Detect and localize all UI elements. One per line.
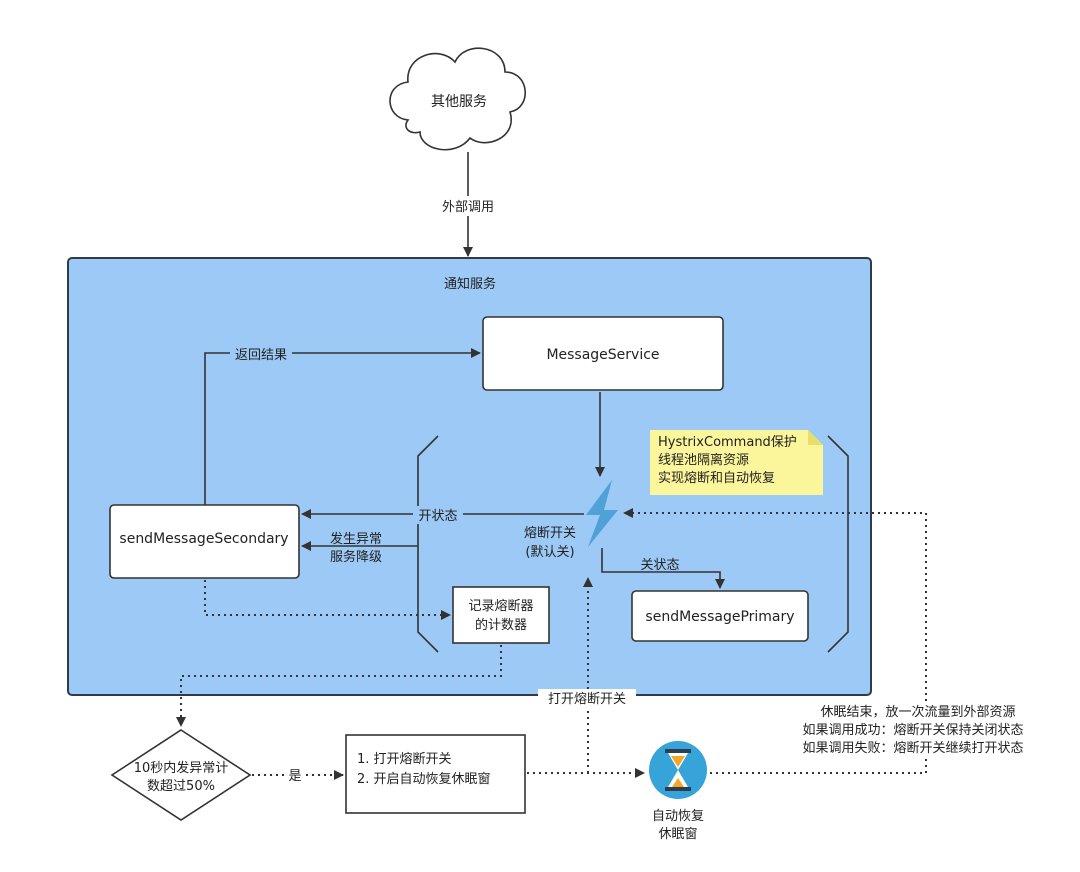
secondary-label: sendMessageSecondary <box>119 531 288 547</box>
edge-closed-state <box>601 548 725 589</box>
edge-sleep-end <box>623 508 927 774</box>
edge-external-call-label: 外部调用 <box>442 200 494 215</box>
left-bracket <box>417 435 439 653</box>
action-line-1: 1. 打开熔断开关 <box>357 752 452 767</box>
edge-secondary-to-counter <box>204 580 451 620</box>
sleep-window-node: 自动恢复 休眠窗 <box>649 741 707 842</box>
note-line-1: HystrixCommand保护 <box>658 435 797 450</box>
edge-sleep-end-line-1: 休眠结束，放一次流量到外部资源 <box>820 704 1015 720</box>
counter-line-1: 记录熔断器 <box>468 599 533 614</box>
counter-line-2: 的计数器 <box>475 617 527 633</box>
hourglass-icon <box>649 741 707 799</box>
action-box <box>345 734 526 814</box>
action-line-2: 2. 开启自动恢复休眠窗 <box>357 771 491 787</box>
right-bracket <box>827 435 849 653</box>
edge-sleep-end-line-2: 如果调用成功：熔断开关保持关闭状态 <box>802 722 1023 738</box>
sleep-line-1: 自动恢复 <box>652 809 704 824</box>
edge-return-result <box>204 348 481 505</box>
sleep-line-2: 休眠窗 <box>658 826 697 842</box>
primary-box <box>631 590 809 642</box>
message-service-label: MessageService <box>546 347 659 363</box>
decision-diamond <box>110 729 252 821</box>
hystrix-note: HystrixCommand保护 线程池隔离资源 实现熔断和自动恢复 <box>650 430 823 495</box>
message-service-box <box>482 316 724 391</box>
edge-yes-label: 是 <box>288 769 301 784</box>
cloud-icon <box>389 47 526 151</box>
counter-box <box>452 586 550 644</box>
other-services-cloud: 其他服务 <box>389 47 526 151</box>
decision-line-2: 数超过50% <box>147 779 215 794</box>
lightning-bolt-icon <box>586 480 618 547</box>
breaker-line-1: 熔断开关 <box>524 526 576 541</box>
edge-open-state-label: 开状态 <box>418 509 457 524</box>
primary-label: sendMessagePrimary <box>645 609 794 625</box>
edge-exception-label-1: 发生异常 <box>330 531 382 547</box>
note-line-2: 线程池隔离资源 <box>658 452 749 468</box>
cloud-label: 其他服务 <box>431 94 487 110</box>
edge-sleep-end-line-3: 如果调用失败：熔断开关继续打开状态 <box>802 740 1023 756</box>
edge-exception-label-2: 服务降级 <box>330 549 382 565</box>
edge-return-result-label: 返回结果 <box>235 348 287 363</box>
container-title: 通知服务 <box>444 276 496 292</box>
decision-line-1: 10秒内发异常计 <box>134 760 229 776</box>
edge-open-breaker-label: 打开熔断开关 <box>548 692 626 707</box>
breaker-line-2: (默认关) <box>525 544 574 560</box>
note-line-3: 实现熔断和自动恢复 <box>658 471 775 486</box>
edge-closed-state-label: 关状态 <box>640 558 679 573</box>
